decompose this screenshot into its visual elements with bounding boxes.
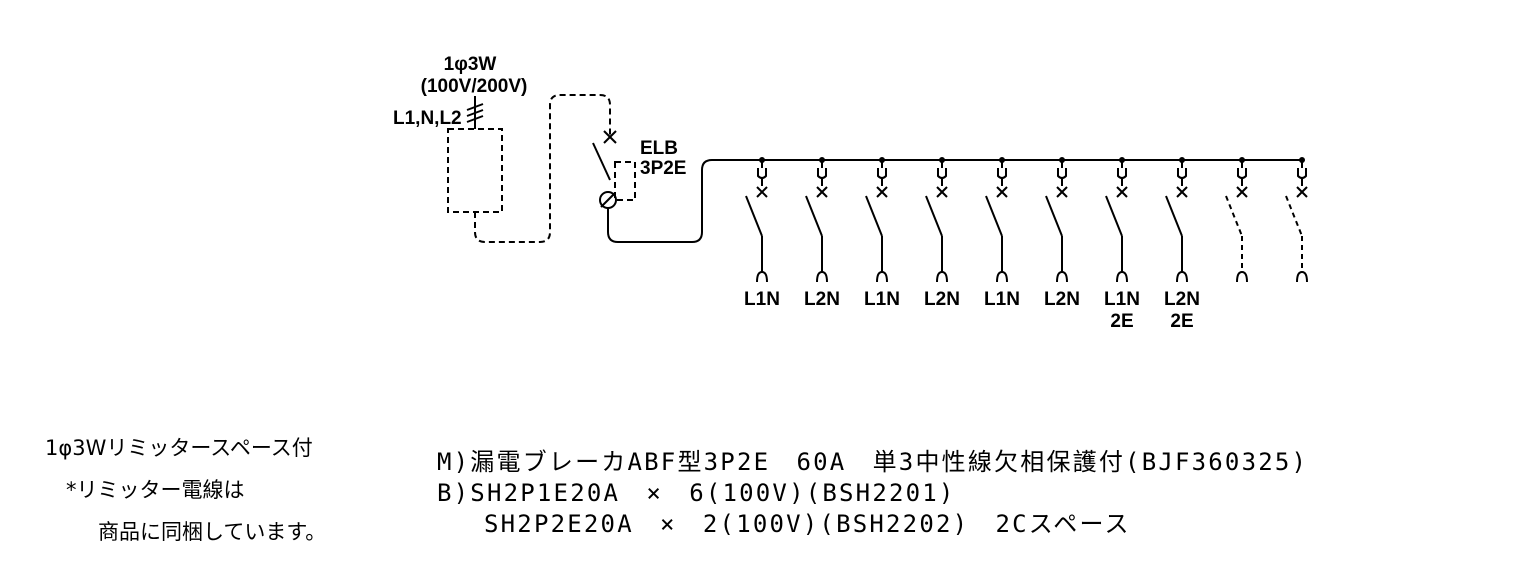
main-breaker-poles-label: 3P2E xyxy=(640,158,686,179)
branch-breaker xyxy=(805,157,828,283)
spec-main-breaker: M)漏電ブレーカABF型3P2E 60A 単3中性線欠相保護付(BJF36032… xyxy=(437,448,1308,476)
spec-branch-line-2: SH2P2E20A × 2(100V)(BSH2202) 2Cスペース xyxy=(484,510,1131,538)
incoming-supply-conductor xyxy=(466,96,484,129)
supply-system-label: 1φ3W xyxy=(444,54,497,75)
branch-breaker xyxy=(865,157,888,283)
branch-breaker xyxy=(1045,157,1068,283)
branch-grounding-label: 2E xyxy=(1170,311,1193,332)
branch-label: L2N xyxy=(924,289,960,310)
spare-branch-space xyxy=(1225,157,1248,283)
branch-label: L1N xyxy=(1104,289,1140,310)
main-elb-breaker xyxy=(592,130,636,232)
branch-grounding-label: 2E xyxy=(1110,311,1133,332)
note-line-3: 商品に同梱しています。 xyxy=(98,520,326,544)
supply-voltage-label: (100V/200V) xyxy=(421,76,528,97)
branch-label: L2N xyxy=(804,289,840,310)
branch-label: L2N xyxy=(1164,289,1200,310)
branch-breaker xyxy=(925,157,948,283)
limiter-wire xyxy=(474,94,611,243)
branch-label: L1N xyxy=(864,289,900,310)
main-breaker-type-label: ELB xyxy=(640,138,678,159)
branch-label: L1N xyxy=(744,289,780,310)
supply-lines-label: L1,N,L2 xyxy=(393,108,462,129)
limiter-space-box xyxy=(447,128,503,213)
branch-breaker xyxy=(985,157,1008,283)
note-line-2: *リミッター電線は xyxy=(66,478,245,502)
branch-breaker xyxy=(1165,157,1188,283)
spec-branch-line-1: B)SH2P1E20A × 6(100V)(BSH2201) xyxy=(437,479,956,507)
main-to-bus-conductor xyxy=(607,159,760,243)
branch-label: L1N xyxy=(984,289,1020,310)
branch-breaker xyxy=(745,157,768,283)
note-line-1: 1φ3Wリミッタースペース付 xyxy=(45,436,313,460)
branch-breaker xyxy=(1105,157,1128,283)
branch-label: L2N xyxy=(1044,289,1080,310)
spare-branch-space xyxy=(1285,157,1308,283)
